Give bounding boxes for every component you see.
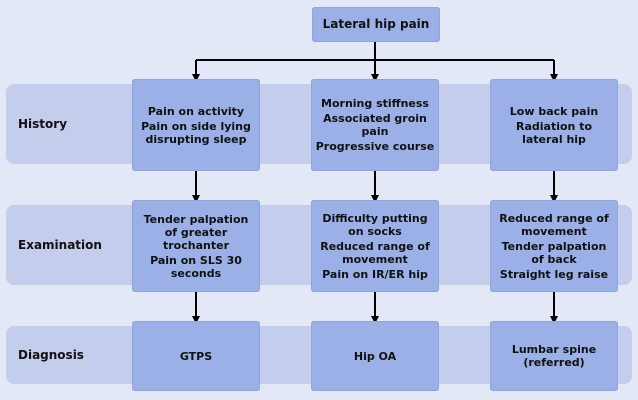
row-label-history: History bbox=[18, 117, 68, 131]
box-line: Morning stiffness bbox=[321, 97, 429, 110]
row-label-diagnosis: Diagnosis bbox=[18, 348, 84, 362]
history-box-2: Morning stiffness Associated groin pain … bbox=[311, 79, 439, 171]
box-line: Progressive course bbox=[315, 140, 435, 153]
box-line: Straight leg raise bbox=[499, 267, 609, 281]
box-line: Lumbar spine (referred) bbox=[511, 343, 597, 369]
row-label-examination: Examination bbox=[18, 238, 102, 252]
box-line: Tender palpation of back bbox=[501, 239, 607, 266]
box-line: Pain on activity bbox=[147, 104, 245, 118]
box-line: Associated groin pain bbox=[323, 112, 427, 138]
examination-box-3: Reduced range of movement Tender palpati… bbox=[490, 200, 618, 292]
examination-box-1: Tender palpation of greater trochanter P… bbox=[132, 200, 260, 292]
box-line: Tender palpation of greater trochanter bbox=[143, 212, 249, 252]
box-line: Low back pain bbox=[509, 104, 599, 118]
diagnosis-box-3: Lumbar spine (referred) bbox=[490, 321, 618, 391]
box-line: Reduced range of movement bbox=[499, 211, 609, 238]
box-line: Hip OA bbox=[353, 349, 397, 363]
box-line: Pain on IR/ER hip bbox=[322, 267, 428, 281]
diagnosis-box-2: Hip OA bbox=[311, 321, 439, 391]
title-box: Lateral hip pain bbox=[312, 7, 440, 42]
history-box-1: Pain on activity Pain on side lying disr… bbox=[132, 79, 260, 171]
diagnosis-box-1: GTPS bbox=[132, 321, 260, 391]
title-text: Lateral hip pain bbox=[322, 17, 430, 31]
box-line: Pain on side lying disrupting sleep bbox=[141, 119, 251, 146]
box-line: Radiation to lateral hip bbox=[515, 119, 593, 146]
box-line: Reduced range of movement bbox=[320, 239, 430, 266]
examination-box-2: Difficulty putting on socks Reduced rang… bbox=[311, 200, 439, 292]
history-box-3: Low back pain Radiation to lateral hip bbox=[490, 79, 618, 171]
box-line: Difficulty putting on socks bbox=[322, 211, 428, 238]
box-line: Pain on SLS 30 seconds bbox=[150, 253, 242, 280]
box-line: GTPS bbox=[179, 349, 213, 363]
